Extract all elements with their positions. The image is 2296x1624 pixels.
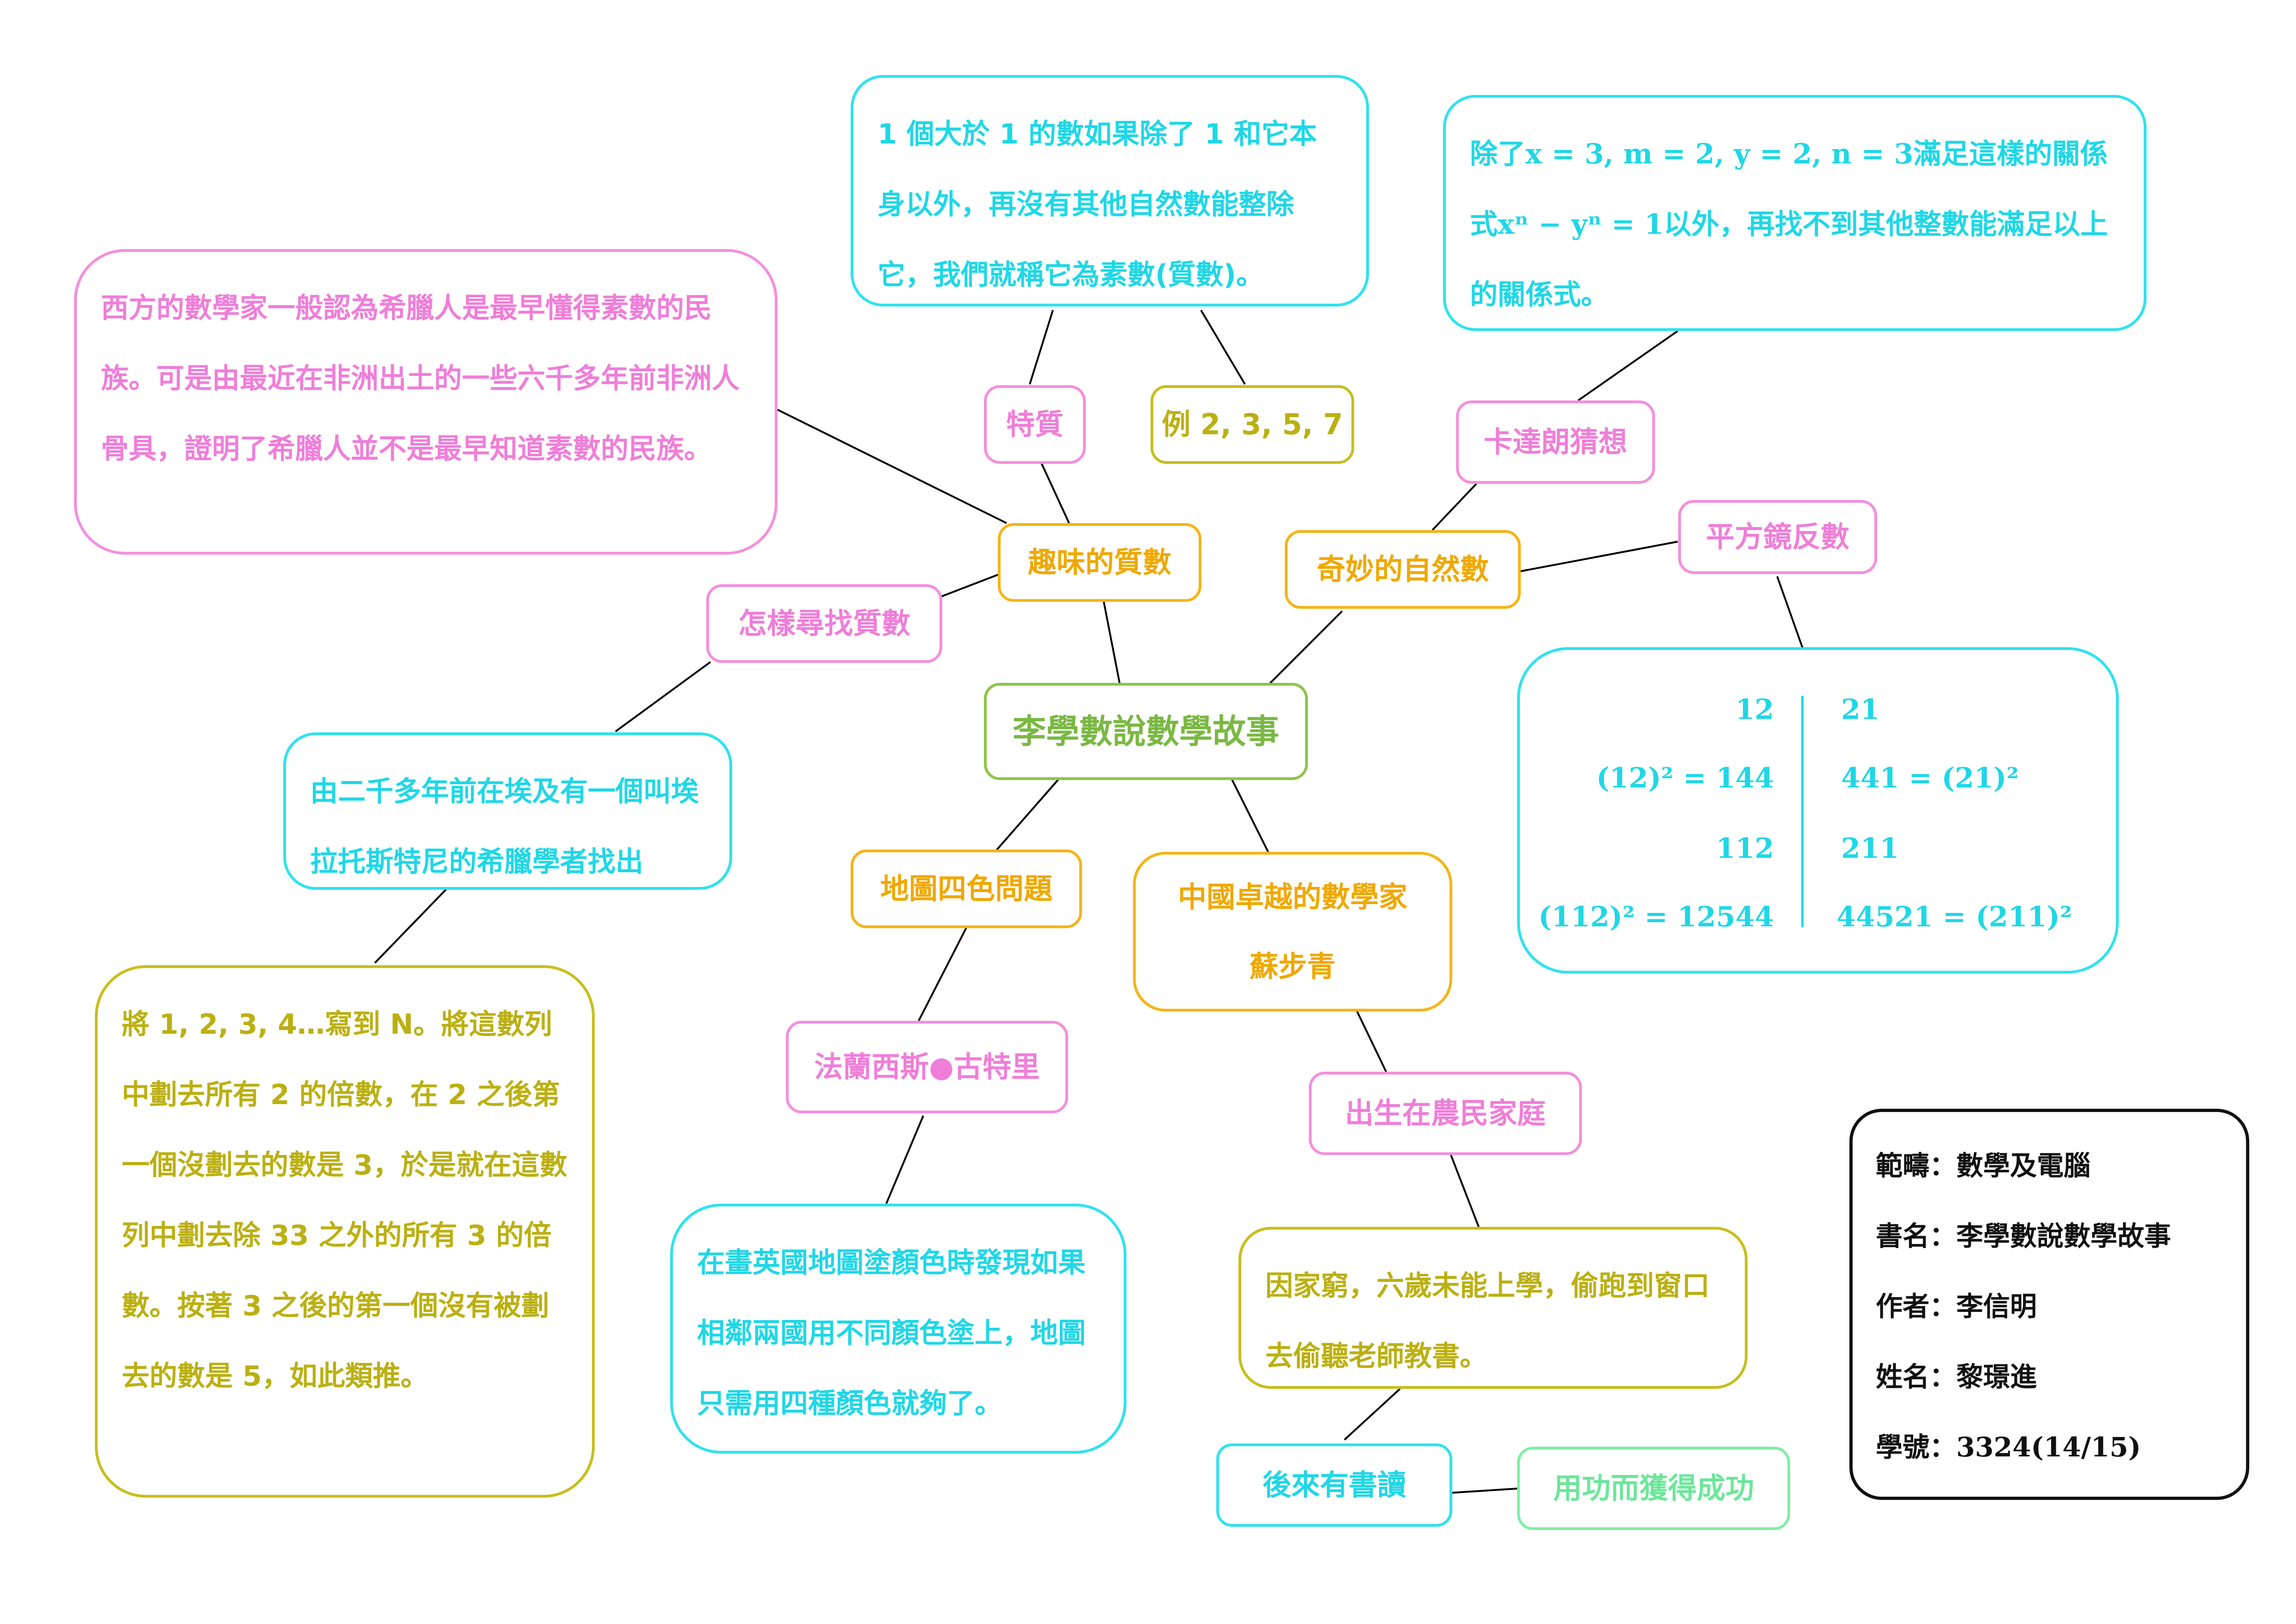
link-primes-find: [939, 573, 1000, 598]
finder-text-node: 由二千多年前在埃及有一個叫埃拉托斯特尼的希臘學者找出: [283, 732, 732, 890]
map-text-node: 在畫英國地圖塗顏色時發現如果相鄰兩國用不同顏色塗上，地圖只需用四種顏色就夠了。: [670, 1204, 1126, 1454]
map-title: 地圖四色問題: [880, 871, 1052, 906]
catalan-text-node: 除了x = 3, m = 2, y = 2, n = 3滿足這樣的關係式xⁿ −…: [1443, 95, 2147, 331]
mirror-label-node: 平方鏡反數: [1678, 500, 1877, 574]
history-text-node: 西方的數學家一般認為希臘人是最早懂得素數的民族。可是由最近在非洲出土的一些六千多…: [74, 249, 778, 555]
mirror-divider: [1801, 696, 1804, 927]
property-text-node: 1 個大於 1 的數如果除了 1 和它本身以外，再沒有其他自然數能整除它，我們就…: [851, 75, 1369, 306]
mirror-label: 平方鏡反數: [1705, 519, 1849, 554]
mirror-right-2: 441 = (21)²: [1841, 762, 2019, 794]
property-text: 1 個大於 1 的數如果除了 1 和它本身以外，再沒有其他自然數能整除它，我們就…: [877, 118, 1317, 291]
later-node: 後來有書讀: [1216, 1443, 1452, 1527]
link-born-childhood: [1450, 1155, 1480, 1227]
link-mirror-table: [1776, 576, 1804, 649]
link-catalan-text: [1577, 330, 1679, 401]
link-primes-history: [777, 409, 1007, 524]
childhood-node: 因家窮，六歲未能上學，偷跑到窗口去偷聽老師教書。: [1238, 1227, 1748, 1389]
link-later-success: [1448, 1487, 1521, 1494]
mirror-left-3: 112: [1716, 832, 1774, 865]
mirror-right-3: 211: [1841, 832, 1899, 865]
link-primes-property: [1040, 462, 1070, 524]
map-text: 在畫英國地圖塗顏色時發現如果相鄰兩國用不同顏色塗上，地圖只需用四種顏色就夠了。: [697, 1247, 1086, 1420]
natural-node: 奇妙的自然數: [1285, 530, 1521, 609]
mirror-table-node: [1517, 647, 2119, 974]
link-center-map: [994, 777, 1061, 853]
link-example-text: [1200, 309, 1246, 385]
find-label: 怎樣尋找質數: [738, 606, 910, 640]
link-su-born: [1355, 1009, 1387, 1072]
mirror-right-4: 44521 = (211)²: [1836, 901, 2072, 933]
born-node: 出生在農民家庭: [1309, 1072, 1582, 1155]
info-book: 書名：李學數說數學故事: [1876, 1220, 2172, 1252]
link-property-text: [1029, 310, 1054, 385]
info-box: 範疇：數學及電腦 書名：李學數說數學故事 作者：李信明 姓名：黎璟進 學號：33…: [1849, 1109, 2249, 1500]
su-title-line2: 蘇步青: [1249, 949, 1336, 983]
primes-node: 趣味的質數: [998, 523, 1201, 602]
link-center-su: [1230, 777, 1269, 852]
finder-text: 由二千多年前在埃及有一個叫埃拉托斯特尼的希臘學者找出: [310, 775, 699, 878]
natural-title: 奇妙的自然數: [1316, 552, 1489, 586]
info-author: 作者：李信明: [1876, 1291, 2037, 1322]
su-title-line1: 中國卓越的數學家: [1177, 880, 1407, 914]
catalan-label-node: 卡達朗猜想: [1456, 400, 1655, 484]
link-natural-mirror: [1518, 541, 1678, 573]
primes-title: 趣味的質數: [1027, 545, 1171, 579]
history-text: 西方的數學家一般認為希臘人是最早懂得素數的民族。可是由最近在非洲出土的一些六千多…: [101, 292, 740, 465]
find-label-node: 怎樣尋找質數: [706, 584, 942, 663]
example-text: 例 2, 3, 5, 7: [1162, 407, 1343, 441]
map-node: 地圖四色問題: [851, 849, 1082, 928]
center-node: 李學數說數學故事: [984, 683, 1308, 780]
property-label-node: 特質: [984, 385, 1086, 464]
link-finder-sieve: [374, 888, 448, 964]
mirror-left-2: (12)² = 144: [1596, 762, 1774, 794]
link-person-text: [885, 1115, 924, 1204]
catalan-label: 卡達朗猜想: [1483, 425, 1627, 459]
sieve-text: 將 1, 2, 3, 4…寫到 N。將這數列中劃去所有 2 的倍數，在 2 之後…: [122, 1008, 567, 1393]
catalan-text: 除了x = 3, m = 2, y = 2, n = 3滿足這樣的關係式xⁿ −…: [1470, 138, 2108, 311]
su-node: 中國卓越的數學家 蘇步青: [1133, 852, 1452, 1012]
mirror-table: 12 21 (12)² = 144 441 = (21)² 112 211 (1…: [1517, 647, 2119, 974]
link-center-primes: [1103, 601, 1121, 686]
link-natural-catalan: [1431, 483, 1477, 531]
info-student-no: 學號：3324(14/15): [1876, 1431, 2141, 1463]
property-label: 特質: [1006, 407, 1064, 441]
info-category: 範疇：數學及電腦: [1876, 1150, 2091, 1181]
link-find-finder: [615, 661, 711, 732]
info-name: 姓名：黎璟進: [1876, 1361, 2037, 1393]
success-text: 用功而獲得成功: [1553, 1471, 1754, 1505]
later-text: 後來有書讀: [1262, 1468, 1406, 1502]
example-node: 例 2, 3, 5, 7: [1151, 385, 1354, 464]
mirror-left-1: 12: [1735, 693, 1774, 726]
map-person: 法蘭西斯●古特里: [814, 1049, 1040, 1084]
map-person-node: 法蘭西斯●古特里: [786, 1021, 1068, 1113]
link-center-natural: [1267, 610, 1343, 686]
center-title: 李學數說數學故事: [1012, 712, 1279, 751]
born-text: 出生在農民家庭: [1344, 1096, 1546, 1130]
sieve-text-node: 將 1, 2, 3, 4…寫到 N。將這數列中劃去所有 2 的倍數，在 2 之後…: [95, 965, 595, 1498]
success-node: 用功而獲得成功: [1517, 1447, 1790, 1530]
link-childhood-later: [1344, 1388, 1401, 1441]
mirror-right-1: 21: [1841, 693, 1880, 726]
link-map-person: [918, 925, 968, 1021]
childhood-text: 因家窮，六歲未能上學，偷跑到窗口去偷聽老師教書。: [1265, 1270, 1710, 1373]
mirror-left-4: (112)² = 12544: [1538, 901, 1774, 933]
